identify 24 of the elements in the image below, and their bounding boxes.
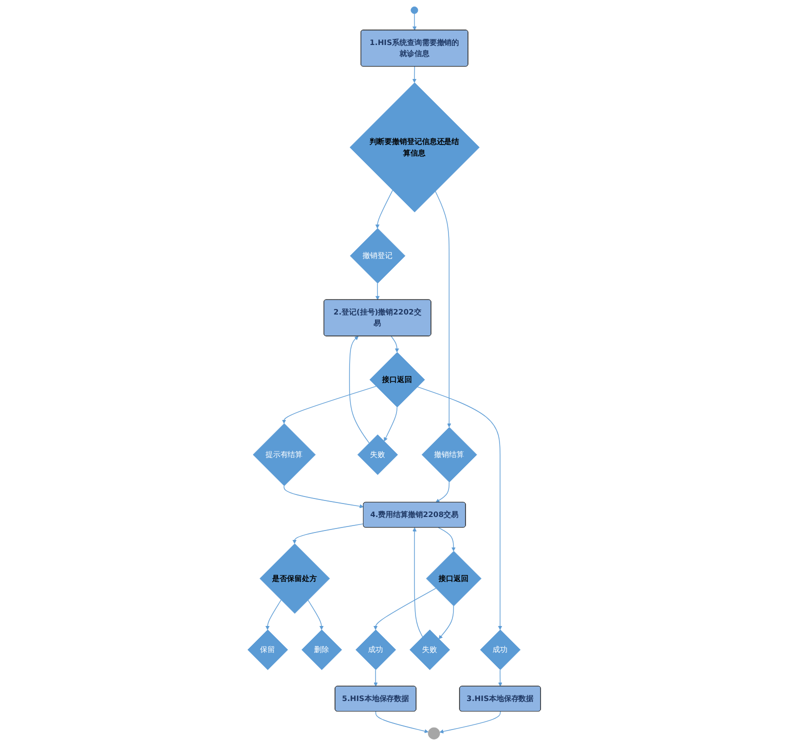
arrow bbox=[375, 710, 428, 733]
arrow bbox=[282, 385, 376, 424]
arrow bbox=[265, 599, 282, 630]
arrow bbox=[284, 485, 364, 508]
arrow bbox=[412, 12, 416, 30]
arrow bbox=[434, 190, 451, 427]
arrow bbox=[438, 605, 454, 639]
arrow bbox=[412, 526, 423, 637]
arrow bbox=[373, 669, 378, 686]
arrow bbox=[384, 406, 398, 442]
arrow bbox=[307, 599, 324, 630]
arrow bbox=[375, 282, 380, 300]
arrow bbox=[292, 523, 364, 544]
arrow bbox=[439, 710, 500, 733]
arrow bbox=[373, 588, 436, 630]
arrow bbox=[438, 526, 456, 551]
arrow bbox=[498, 669, 502, 686]
arrow bbox=[412, 66, 416, 82]
arrow bbox=[435, 481, 450, 502]
arrow bbox=[375, 189, 393, 228]
node-circle bbox=[410, 6, 418, 14]
arrow bbox=[416, 386, 502, 630]
arrow bbox=[348, 336, 370, 443]
arrow bbox=[390, 335, 399, 352]
